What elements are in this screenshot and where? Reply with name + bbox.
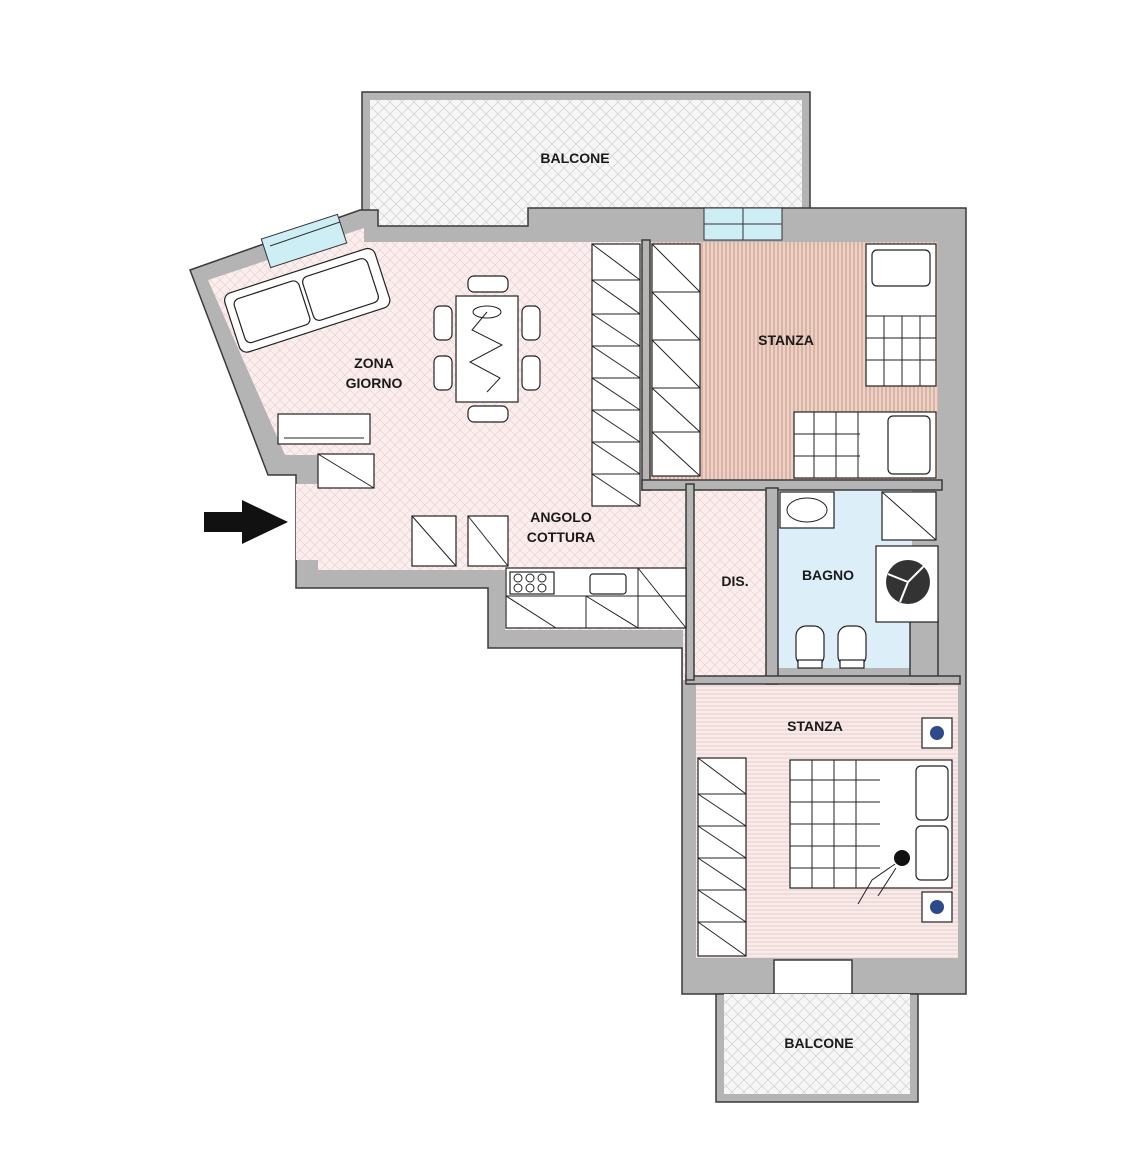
label-balcone-top: BALCONE bbox=[540, 150, 609, 166]
label-dis: DIS. bbox=[721, 573, 748, 589]
double-bed-icon bbox=[789, 759, 953, 889]
nightstand-icon bbox=[921, 717, 953, 923]
tv-unit-icon bbox=[277, 413, 371, 445]
washbasin-icon bbox=[779, 491, 835, 529]
sofa-icon bbox=[223, 247, 391, 353]
label-zona-line2: GIORNO bbox=[346, 375, 403, 391]
cabinet-icon bbox=[317, 453, 375, 489]
label-angolo-line1: ANGOLO bbox=[530, 509, 592, 525]
balcony-bottom bbox=[715, 993, 919, 1103]
wardrobe-icon bbox=[651, 243, 701, 477]
person-icon bbox=[857, 850, 910, 905]
label-stanza-bottom: STANZA bbox=[787, 718, 843, 734]
bed-icon bbox=[865, 243, 937, 387]
window-icon bbox=[260, 207, 783, 269]
entrance-arrow-icon[interactable] bbox=[204, 500, 288, 544]
bed-icon bbox=[793, 411, 937, 479]
dining-table-icon bbox=[433, 275, 541, 423]
wardrobe-icon bbox=[591, 243, 641, 507]
wardrobe-icon bbox=[697, 757, 747, 957]
label-balcone-bottom: BALCONE bbox=[784, 1035, 853, 1051]
label-zona-line1: ZONA bbox=[354, 355, 394, 371]
label-angolo-line2: COTTURA bbox=[527, 529, 595, 545]
shelf-icon bbox=[881, 491, 937, 541]
shower-icon bbox=[875, 545, 939, 623]
balcony-top bbox=[361, 91, 811, 229]
label-bagno: BAGNO bbox=[802, 567, 854, 583]
toilet-icon bbox=[795, 625, 825, 669]
stove-icon bbox=[509, 571, 555, 595]
bidet-icon bbox=[837, 625, 867, 669]
sink-icon bbox=[589, 573, 627, 595]
chair-icon bbox=[411, 515, 509, 567]
label-stanza-top: STANZA bbox=[758, 332, 814, 348]
